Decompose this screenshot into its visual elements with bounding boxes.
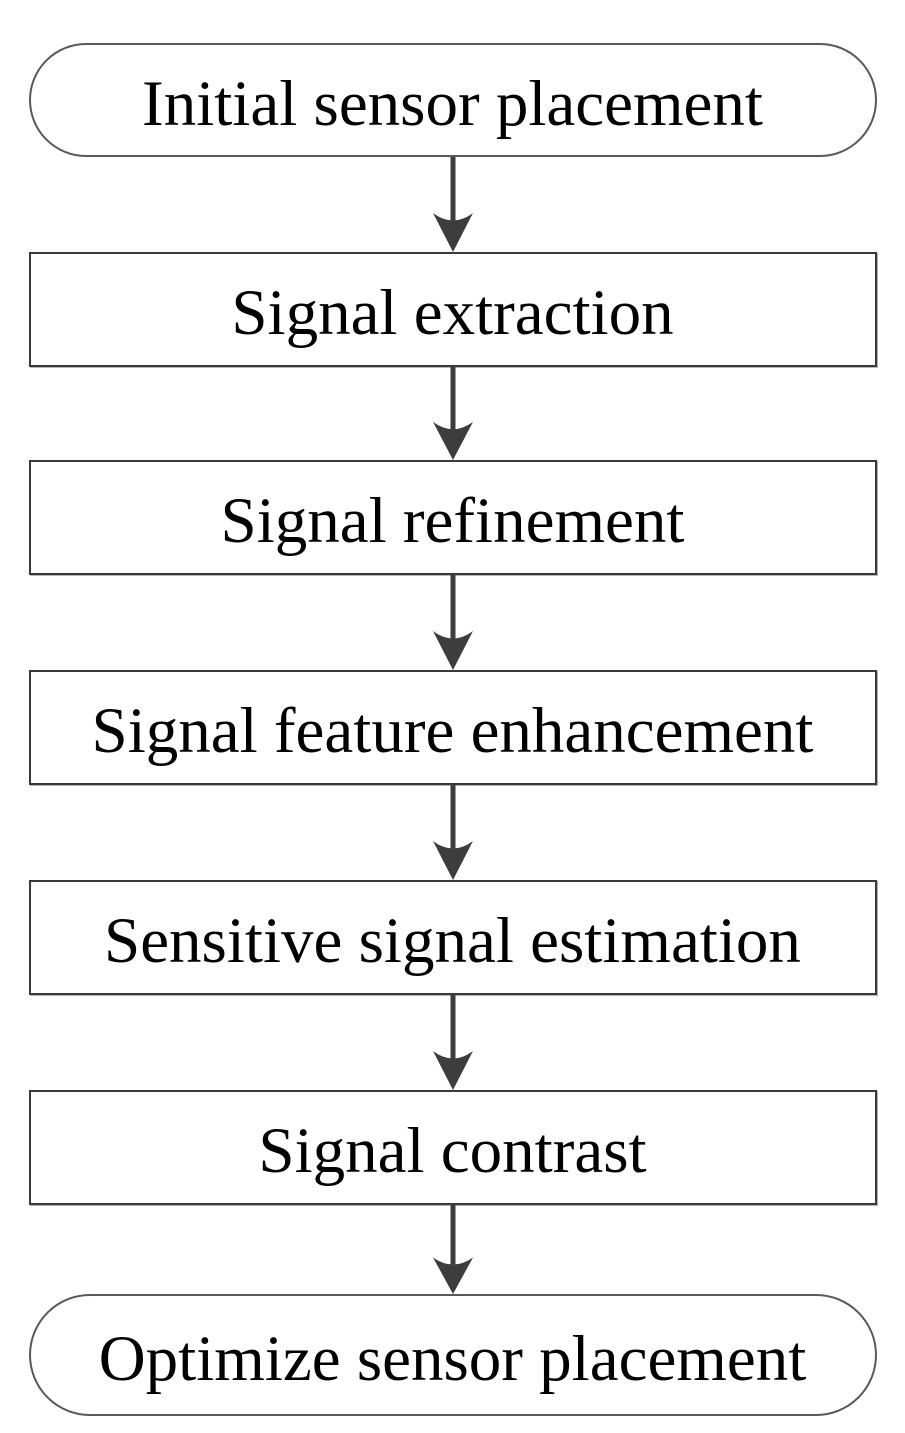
flow-node-step-5: Signal contrast — [28, 1090, 877, 1205]
flow-node-label: Sensitive signal estimation — [104, 905, 801, 977]
flow-edge-1 — [0, 157, 905, 252]
flow-node-label: Signal contrast — [258, 1115, 647, 1187]
flow-edge-5 — [0, 995, 905, 1090]
flow-node-label: Initial sensor placement — [142, 67, 763, 140]
flow-node-step-2: Signal refinement — [28, 460, 877, 575]
flow-node-label: Signal extraction — [231, 277, 674, 349]
flow-node-start: Initial sensor placement — [28, 43, 877, 157]
flow-node-label: Optimize sensor placement — [98, 1322, 807, 1395]
flow-node-step-3: Signal feature enhancement — [28, 670, 877, 785]
flow-node-label: Signal feature enhancement — [91, 695, 814, 767]
down-arrow-icon — [432, 785, 473, 880]
flow-edge-6 — [0, 1205, 905, 1294]
flow-node-label: Signal refinement — [220, 485, 685, 557]
flow-edge-4 — [0, 785, 905, 880]
flow-edge-3 — [0, 575, 905, 670]
flow-node-step-4: Sensitive signal estimation — [28, 880, 877, 995]
down-arrow-icon — [432, 157, 473, 252]
down-arrow-icon — [432, 995, 473, 1090]
flow-node-step-1: Signal extraction — [28, 252, 877, 367]
flow-edge-2 — [0, 367, 905, 460]
down-arrow-icon — [432, 1205, 473, 1294]
down-arrow-icon — [432, 367, 473, 460]
top-margin — [0, 0, 905, 43]
flow-node-end: Optimize sensor placement — [28, 1294, 877, 1416]
down-arrow-icon — [432, 575, 473, 670]
